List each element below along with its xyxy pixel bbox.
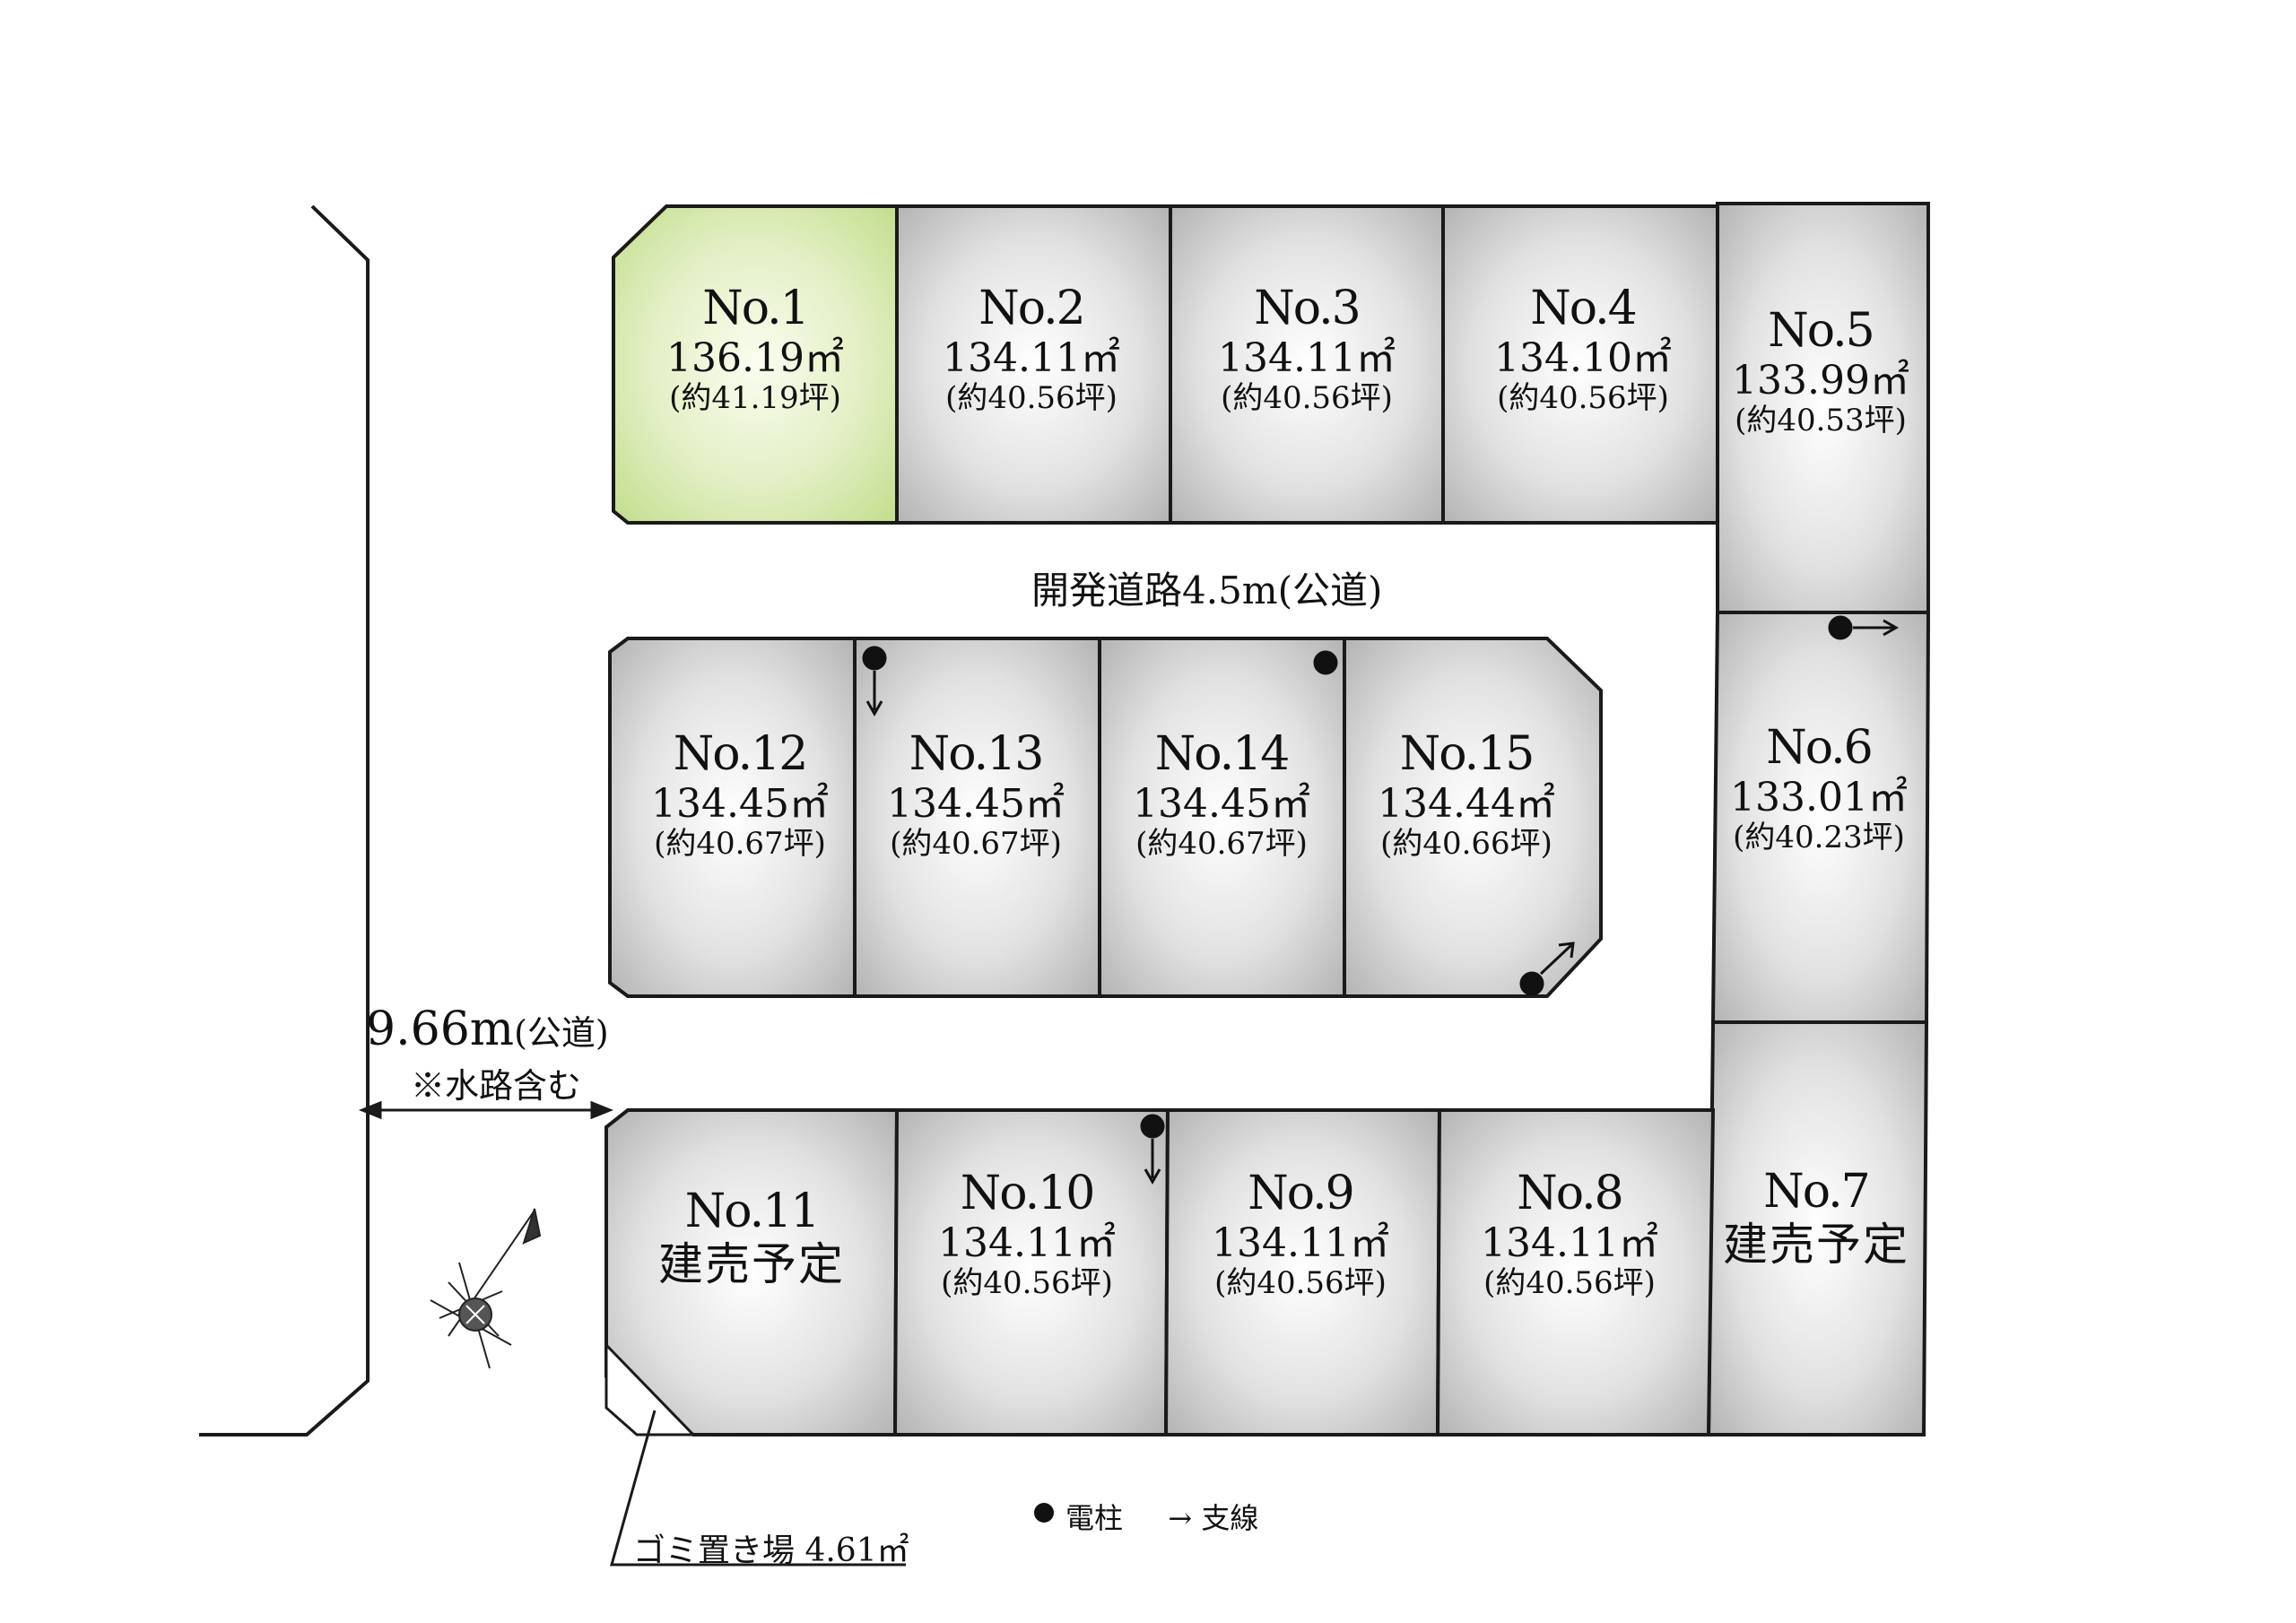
lot-number: No.9 [1248, 1167, 1355, 1220]
lot-tsubo: (約40.56坪) [1214, 1265, 1387, 1302]
lot-14-label: No.14 134.45㎡ (約40.67坪) [1133, 727, 1310, 863]
lot-area: 133.01㎡ [1730, 774, 1908, 820]
lot-4-label: No.4 134.10㎡ (約40.56坪) [1494, 282, 1672, 416]
lot-8-shape [1435, 1108, 1716, 1436]
legend: 電柱 → 支線 [1065, 1496, 1258, 1537]
lot-number: No.6 [1766, 721, 1874, 775]
lot-tsubo: (約40.56坪) [1497, 380, 1669, 417]
lot-11-label: No.11 建売予定 [658, 1185, 845, 1290]
lot-area: 136.19㎡ [666, 334, 844, 381]
garbage-area-label: ゴミ置き場 4.61㎡ [633, 1532, 909, 1569]
lot-area: 134.11㎡ [1481, 1219, 1658, 1266]
lot-area: 134.11㎡ [1212, 1219, 1389, 1266]
legend-guy-label: 支線 [1201, 1501, 1259, 1535]
public-road-boundary [199, 204, 370, 1436]
lot-number: No.4 [1530, 282, 1638, 335]
lot-number: No.11 [684, 1185, 821, 1238]
lot-tsubo: (約40.66坪) [1380, 826, 1552, 863]
lot-number: No.10 [960, 1167, 1096, 1220]
public-road-suffix: (公道) [514, 1013, 609, 1053]
lot-number: No.7 [1763, 1165, 1871, 1219]
lot-tsubo: (約40.67坪) [890, 826, 1062, 863]
lot-tsubo: (約40.53坪) [1735, 403, 1907, 439]
compass-icon [430, 1208, 542, 1369]
lot-tsubo: (約40.23坪) [1733, 820, 1905, 856]
lot-number: No.15 [1399, 727, 1535, 781]
garbage-area-shape [604, 1341, 697, 1436]
lot-tsubo: (約40.56坪) [941, 1265, 1113, 1302]
lot-note: 建売予定 [658, 1237, 845, 1290]
lot-area: 133.99㎡ [1732, 357, 1909, 404]
lot-note: 建売予定 [1723, 1218, 1909, 1271]
lot-6-label: No.6 133.01㎡ (約40.23坪) [1730, 721, 1908, 856]
lot-area: 134.45㎡ [887, 780, 1065, 827]
lot-tsubo: (約41.19坪) [669, 380, 841, 417]
lot-15-shape [1343, 637, 1603, 998]
lot-number: No.3 [1254, 282, 1361, 335]
lot-tsubo: (約40.67坪) [1135, 826, 1308, 863]
lot-number: No.14 [1154, 727, 1291, 781]
lot-number: No.8 [1517, 1167, 1624, 1220]
lot-area: 134.45㎡ [1133, 780, 1310, 827]
lot-number: No.12 [673, 727, 809, 781]
lot-9-label: No.9 134.11㎡ (約40.56坪) [1212, 1167, 1389, 1301]
development-road-label: 開発道路4.5m(公道) [1031, 568, 1383, 612]
lot-tsubo: (約40.67坪) [654, 826, 826, 863]
public-road-width: 9.66m [366, 1002, 515, 1056]
waterway-note: ※水路含む [411, 1066, 582, 1106]
lot-tsubo: (約40.56坪) [945, 380, 1118, 417]
legend-guy-icon: → [1168, 1501, 1193, 1535]
lot-area: 134.11㎡ [1218, 334, 1396, 381]
lot-number: No.2 [978, 282, 1086, 335]
lot-8-label: No.8 134.11㎡ (約40.56坪) [1481, 1167, 1658, 1301]
utility-poles [862, 615, 1900, 1185]
lot-area: 134.10㎡ [1494, 334, 1672, 381]
legend-pole-icon [1034, 1503, 1054, 1523]
lot-12-label: No.12 134.45㎡ (約40.67坪) [651, 727, 829, 863]
road-width-dimension [358, 1100, 614, 1120]
lot-area: 134.44㎡ [1378, 780, 1555, 827]
lot-tsubo: (約40.56坪) [1221, 380, 1393, 417]
lot-number: No.1 [702, 282, 810, 335]
lot-number: No.5 [1768, 304, 1875, 358]
lot-15-label: No.15 134.44㎡ (約40.66坪) [1378, 727, 1555, 863]
lot-3-label: No.3 134.11㎡ (約40.56坪) [1218, 282, 1396, 416]
lot-number: No.13 [909, 727, 1045, 781]
lot-area: 134.11㎡ [938, 1219, 1116, 1266]
lot-1-label: No.1 136.19㎡ (約41.19坪) [666, 282, 844, 416]
lot-area: 134.45㎡ [651, 780, 829, 827]
lot-2-label: No.2 134.11㎡ (約40.56坪) [943, 282, 1120, 416]
lot-13-label: No.13 134.45㎡ (約40.67坪) [887, 727, 1065, 863]
lot-7-label: No.7 建売予定 [1723, 1165, 1909, 1271]
public-road-label: 9.66m(公道) [366, 1002, 609, 1056]
legend-pole-label: 電柱 [1065, 1501, 1124, 1535]
lot-tsubo: (約40.56坪) [1483, 1265, 1656, 1302]
lot-5-label: No.5 133.99㎡ (約40.53坪) [1732, 304, 1909, 439]
garbage-leader-line [610, 1410, 906, 1567]
lot-area: 134.11㎡ [943, 334, 1120, 381]
lot-10-label: No.10 134.11㎡ (約40.56坪) [938, 1167, 1116, 1301]
